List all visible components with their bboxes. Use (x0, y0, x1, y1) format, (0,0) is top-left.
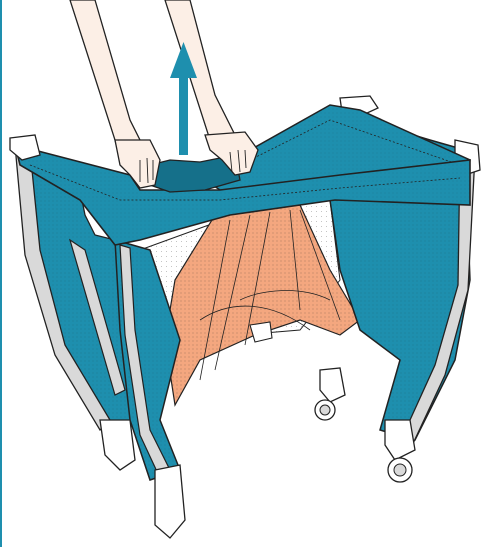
right-wheel (385, 420, 415, 482)
mid-hinge (250, 322, 272, 342)
front-center-foot (155, 465, 185, 538)
left-foot (100, 420, 135, 470)
left-corner-cap (10, 135, 40, 160)
back-wheel (315, 368, 345, 420)
